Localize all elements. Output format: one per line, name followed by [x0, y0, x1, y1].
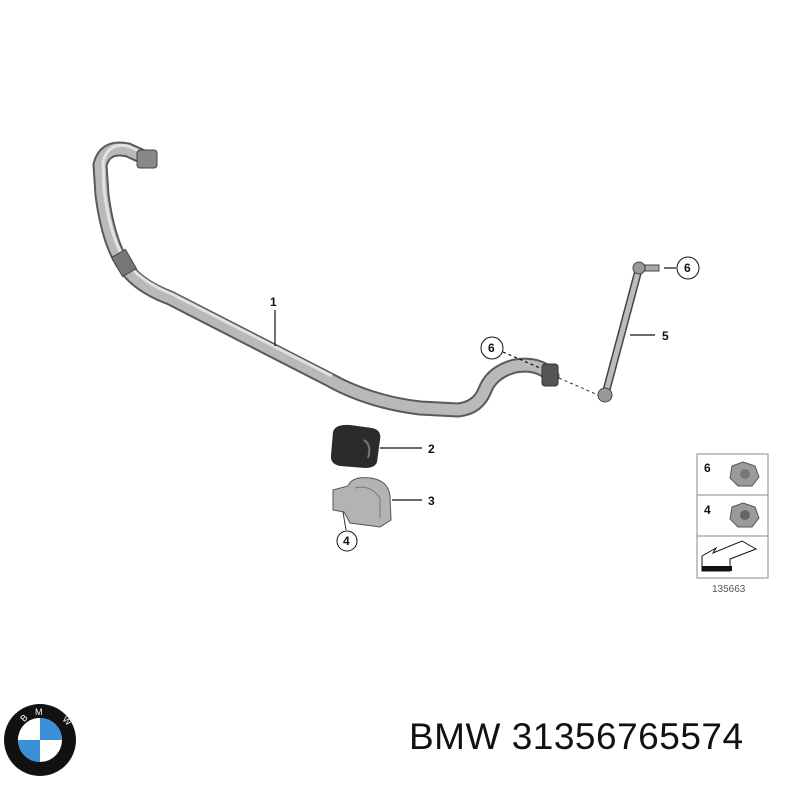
link-rod [558, 261, 660, 403]
svg-text:B: B [18, 712, 29, 723]
legend-item-6: 6 [704, 461, 711, 475]
bracket [332, 477, 392, 531]
reference-number: 135663 [712, 584, 746, 595]
legend-box: 6 4 [696, 453, 769, 579]
stabilizer-bar [92, 141, 560, 418]
callout-1: 1 [270, 295, 277, 309]
callout-4-circle [336, 530, 358, 552]
legend-item-4: 4 [704, 503, 711, 517]
bmw-logo: B M W [4, 704, 76, 776]
callout-2: 2 [428, 442, 435, 456]
callout-6: 6 [684, 261, 691, 275]
rubber-bushing [330, 424, 381, 468]
callout-4: 4 [343, 534, 350, 548]
part-number-caption: BMW 31356765574 [409, 716, 744, 757]
callout-6b: 6 [488, 341, 495, 355]
callout-6-circle [676, 256, 700, 280]
callout-5: 5 [662, 329, 669, 343]
callout-6b-circle [480, 336, 504, 360]
callout-3: 3 [428, 494, 435, 508]
svg-text:M: M [35, 707, 43, 717]
